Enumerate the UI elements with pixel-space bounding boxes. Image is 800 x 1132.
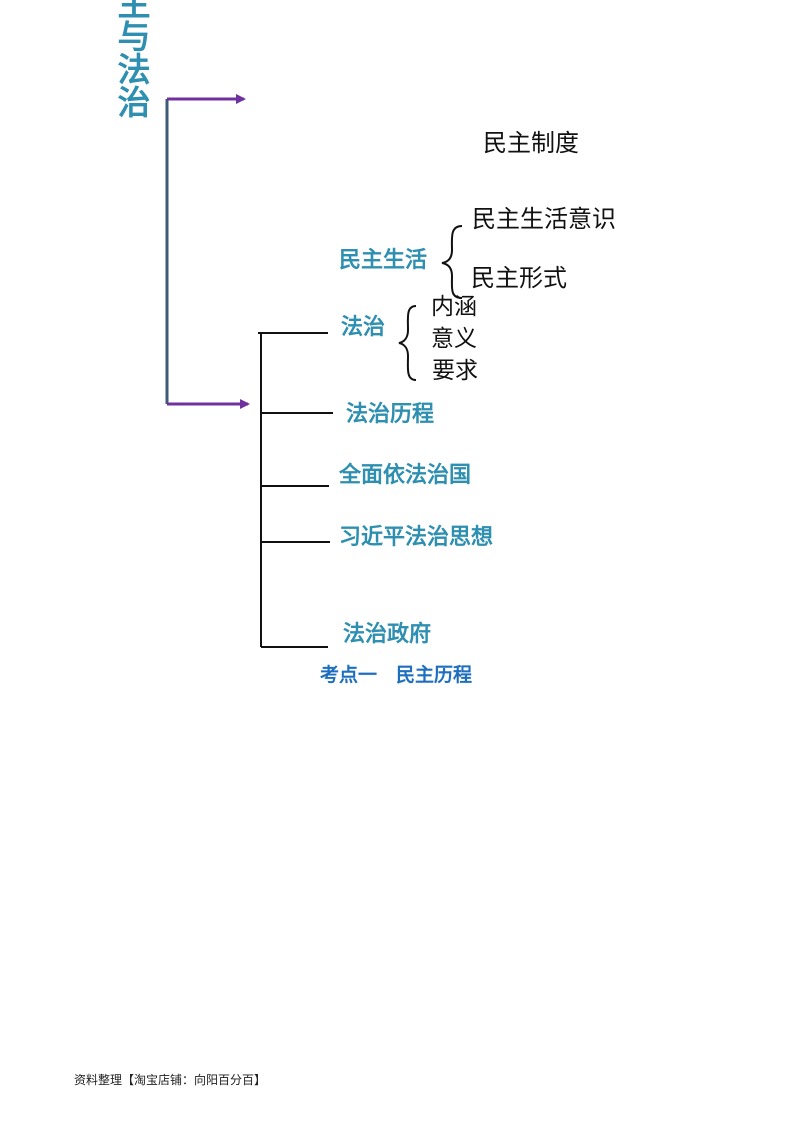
node-significance: 意义 [431, 326, 477, 352]
node-democracy-life-awareness: 民主生活意识 [472, 205, 616, 233]
brace-democracy-life [441, 225, 463, 299]
exam-point-heading: 考点一 民主历程 [320, 664, 473, 686]
node-law-history: 法治历程 [346, 402, 435, 427]
node-comprehensive-law: 全面依法治国 [339, 463, 472, 488]
node-democracy-system: 民主制度 [483, 129, 579, 157]
node-xi-thought: 习近平法治思想 [339, 525, 494, 550]
node-connotation: 内涵 [431, 294, 477, 320]
node-democracy-life: 民主生活 [339, 248, 428, 273]
brace-rule-of-law [398, 305, 417, 381]
node-requirement: 要求 [432, 358, 478, 384]
node-rule-of-law: 法治 [341, 315, 386, 340]
node-law-government: 法治政府 [343, 622, 432, 647]
footer-source: 资料整理【淘宝店铺：向阳百分百】 [74, 1073, 267, 1087]
node-democracy-form: 民主形式 [471, 264, 567, 292]
main-title-vertical: 主与法治 [112, 0, 151, 118]
